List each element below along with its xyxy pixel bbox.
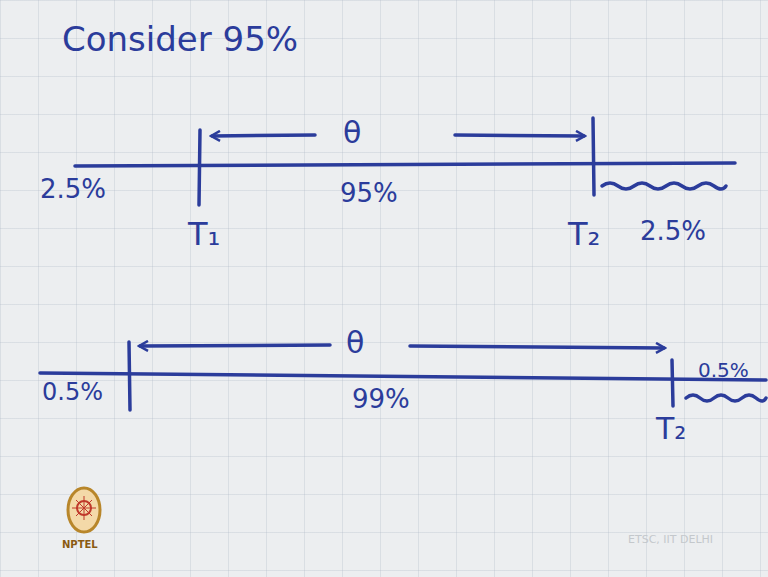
parameter-symbol: θ — [346, 328, 364, 358]
tick-mark — [593, 118, 594, 195]
logo-emblem — [68, 488, 100, 532]
bound-label: T₂ — [656, 414, 686, 444]
range-arrow — [140, 345, 330, 346]
number-line — [40, 373, 766, 380]
range-arrow — [410, 346, 664, 348]
tail-percent: 2.5% — [40, 176, 106, 202]
slide-heading: Consider 95% — [62, 22, 298, 56]
logo-text: NPTEL — [62, 540, 98, 550]
tail-shade — [602, 183, 726, 189]
tail-percent: 0.5% — [42, 380, 103, 404]
tick-mark — [199, 130, 200, 205]
tick-mark — [129, 342, 130, 410]
parameter-symbol: θ — [343, 118, 361, 148]
watermark: ETSC, IIT DELHI — [628, 534, 713, 545]
tail-shade — [686, 395, 766, 401]
tick-mark — [672, 360, 673, 406]
tail-percent: 0.5% — [698, 360, 749, 380]
range-arrow — [455, 135, 584, 136]
bound-label: T₂ — [568, 218, 600, 250]
interval-percent: 95% — [340, 180, 398, 206]
bound-label: T₁ — [188, 218, 220, 250]
number-line — [75, 163, 735, 166]
range-arrow — [212, 135, 315, 136]
tail-percent: 2.5% — [640, 218, 706, 244]
interval-percent: 99% — [352, 386, 410, 412]
